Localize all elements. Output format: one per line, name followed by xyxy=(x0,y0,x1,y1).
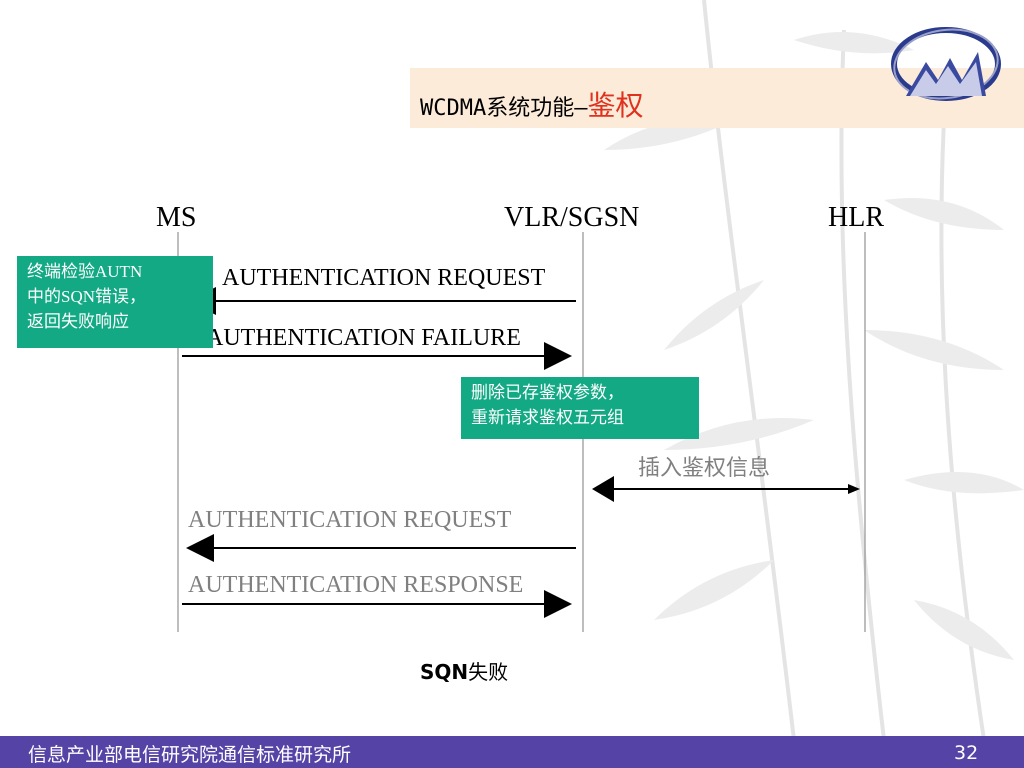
label-auth-failure: AUTHENTICATION FAILURE xyxy=(206,325,521,351)
caption-normal: 失败 xyxy=(468,660,509,684)
column-hlr: HLR xyxy=(828,202,884,233)
column-ms: MS xyxy=(156,202,197,233)
ms-note: 终端检验AUTN 中的SQN错误， 返回失败响应 xyxy=(17,256,213,348)
label-auth-request-2: AUTHENTICATION REQUEST xyxy=(188,507,512,533)
column-vlr-sgsn: VLR/SGSN xyxy=(504,202,640,233)
arrowhead-auth-failure xyxy=(544,342,572,370)
vlr-note-line: 删除已存鉴权参数， xyxy=(471,383,624,402)
arrowhead-auth-request-2 xyxy=(186,534,214,562)
institute-logo-icon xyxy=(891,27,1001,101)
label-auth-request-1: AUTHENTICATION REQUEST xyxy=(222,265,546,291)
ms-note-line: 返回失败响应 xyxy=(27,312,129,331)
arrowhead-insert-left xyxy=(592,476,614,502)
caption-bold: SQN xyxy=(420,660,469,684)
diagram-caption: SQN失败 xyxy=(420,656,508,685)
footer-bar xyxy=(0,736,1024,768)
footer-organization: 信息产业部电信研究院通信标准研究所 xyxy=(28,744,352,766)
slide-title: WCDMA系统功能—鉴权 xyxy=(420,84,644,124)
title-prefix: WCDMA系统功能— xyxy=(420,96,588,121)
ms-note-line: 终端检验AUTN xyxy=(27,262,143,281)
arrowhead-insert-right xyxy=(848,484,860,494)
ms-note-line: 中的SQN错误， xyxy=(27,287,147,306)
title-accent: 鉴权 xyxy=(587,89,644,122)
page-number: 32 xyxy=(954,742,979,764)
label-auth-response: AUTHENTICATION RESPONSE xyxy=(188,572,524,598)
vlr-note-line: 重新请求鉴权五元组 xyxy=(471,408,624,427)
arrowhead-auth-response xyxy=(544,590,572,618)
label-insert-auth-info: 插入鉴权信息 xyxy=(638,456,771,481)
vlr-note: 删除已存鉴权参数， 重新请求鉴权五元组 xyxy=(461,377,699,439)
